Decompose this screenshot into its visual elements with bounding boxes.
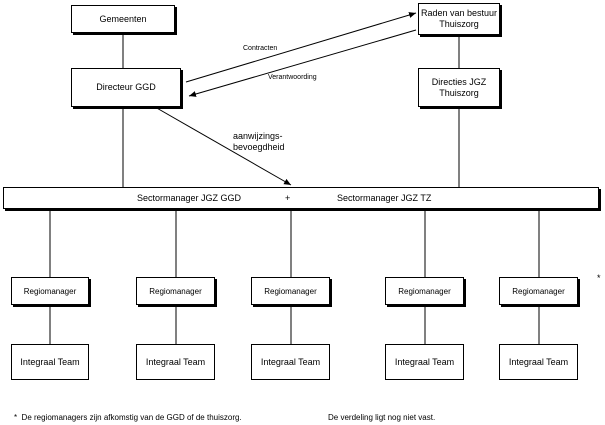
raden-label-line2: Thuiszorg <box>439 19 479 29</box>
integraal-team-label: Integraal Team <box>145 356 206 367</box>
integraal-team-box: Integraal Team <box>499 344 578 380</box>
regiomanager-box: Regiomanager <box>136 277 215 305</box>
contracten-arrow <box>185 12 417 83</box>
footnote-text: * De regiomanagers zijn afkomstig van de… <box>14 413 242 422</box>
directies-label-line1: Directies JGZ <box>431 76 487 87</box>
aanwijzing-label-line1: aanwijzings- <box>233 131 283 141</box>
directies-label: Directies JGZ Thuiszorg <box>432 77 487 99</box>
footnote-text-2: De verdeling ligt nog niet vast. <box>328 413 436 422</box>
gemeenten-box: Gemeenten <box>71 5 175 33</box>
regiomanager-label: Regiomanager <box>149 286 202 296</box>
integraal-team-box: Integraal Team <box>251 344 330 380</box>
regiomanager-box: Regiomanager <box>251 277 330 305</box>
aanwijzing-label-line2: bevoegdheid <box>233 142 285 152</box>
gemeenten-label: Gemeenten <box>99 13 147 24</box>
sector-plus-label: + <box>285 193 291 203</box>
regiomanager-label: Regiomanager <box>23 286 77 296</box>
sectormanager-bar: Sectormanager JGZ GGD + Sectormanager JG… <box>3 187 599 209</box>
directies-label-line2: Thuiszorg <box>439 87 479 98</box>
directies-box: Directies JGZ Thuiszorg <box>418 68 500 107</box>
verantwoording-label: Verantwoording <box>268 74 317 81</box>
regiomanager-box: Regiomanager <box>499 277 578 305</box>
regiomanager-box: Regiomanager <box>385 277 464 305</box>
integraal-team-label: Integraal Team <box>260 356 321 367</box>
raden-box: Raden van bestuur Thuiszorg <box>418 3 500 35</box>
regiomanager-label: Regiomanager <box>512 286 565 296</box>
raden-label-line1: Raden van bestuur <box>420 8 498 18</box>
sectormanager-ggd-label: Sectormanager JGZ GGD <box>137 193 242 203</box>
regiomanager-asterisk: * <box>597 273 601 283</box>
regiomanager-label: Regiomanager <box>398 286 451 296</box>
regiomanager-box: Regiomanager <box>11 277 89 305</box>
contracten-label: Contracten <box>243 45 278 52</box>
verantwoording-arrow <box>188 29 417 97</box>
aanwijzing-arrow <box>154 106 292 186</box>
integraal-team-label: Integraal Team <box>20 356 80 367</box>
integraal-team-label: Integraal Team <box>508 356 569 367</box>
directeur-ggd-label: Directeur GGD <box>96 82 156 92</box>
sectormanager-tz-label: Sectormanager JGZ TZ <box>337 193 432 203</box>
directeur-ggd-box: Directeur GGD <box>71 68 181 107</box>
integraal-team-box: Integraal Team <box>136 344 215 380</box>
integraal-team-label: Integraal Team <box>394 356 455 367</box>
integraal-team-box: Integraal Team <box>11 344 89 380</box>
raden-label: Raden van bestuur Thuiszorg <box>421 8 497 30</box>
integraal-team-box: Integraal Team <box>385 344 464 380</box>
regiomanager-label: Regiomanager <box>264 286 317 296</box>
